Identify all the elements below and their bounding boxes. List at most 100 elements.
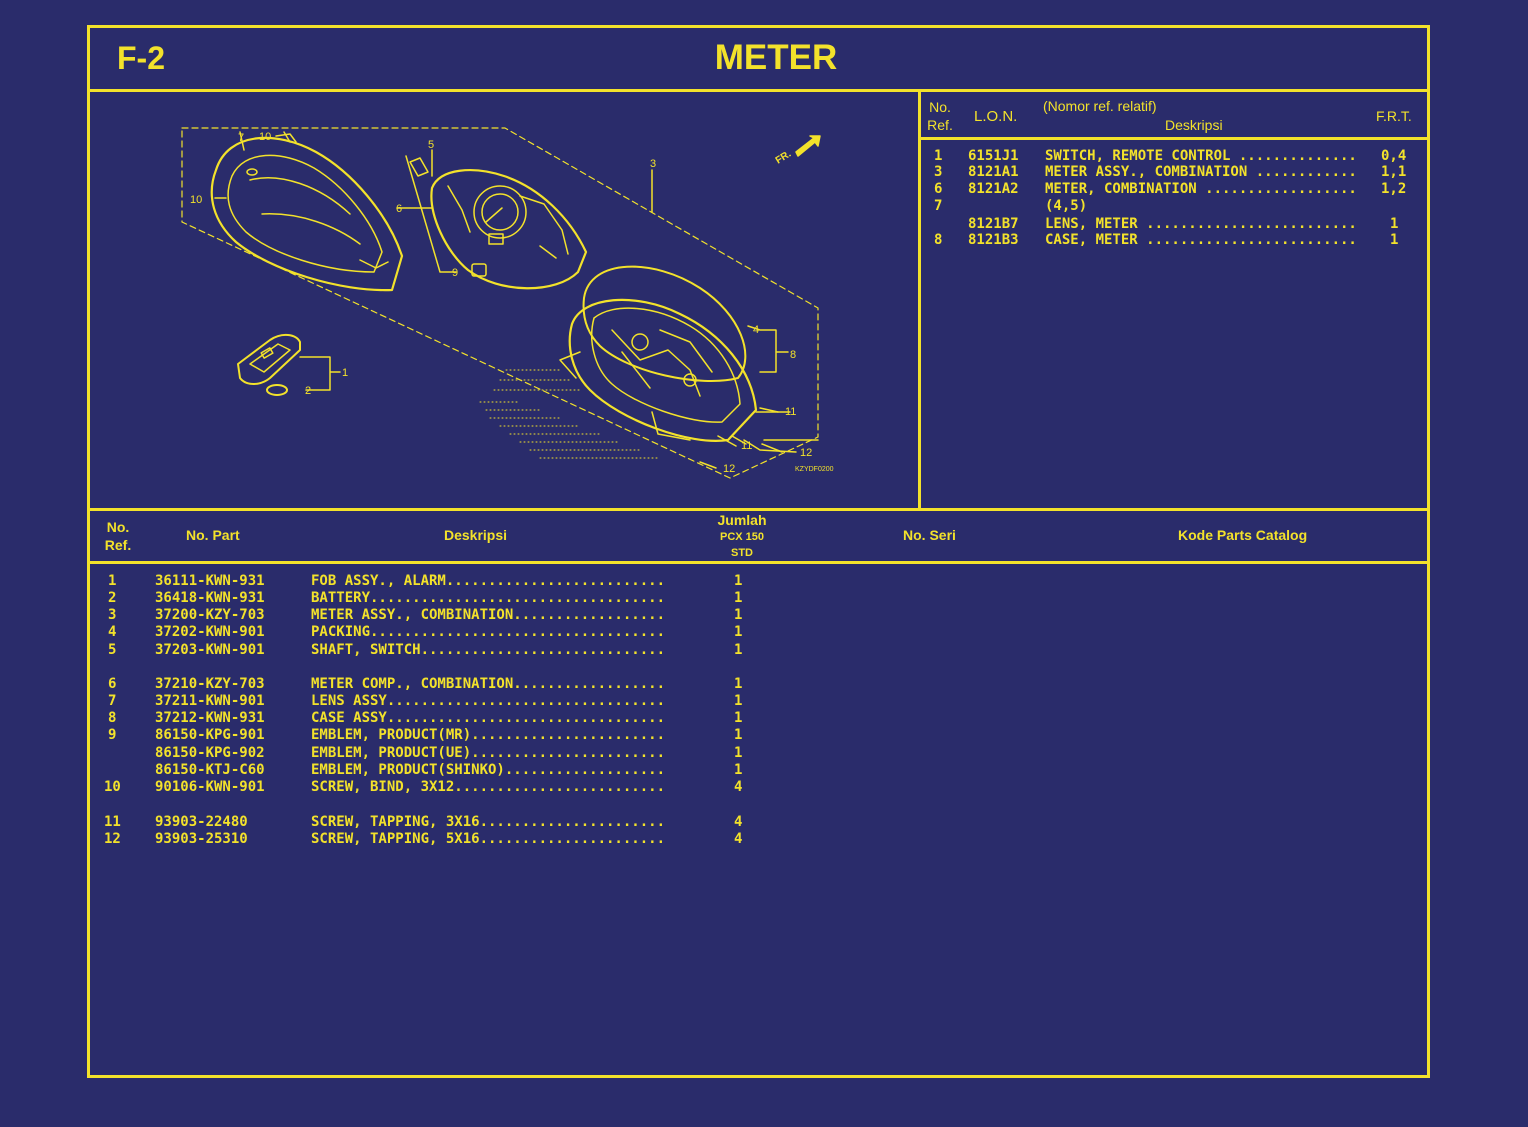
fob-part (237, 334, 301, 385)
part-desc: EMBLEM, PRODUCT(SHINKO).................… (311, 762, 666, 778)
fr-direction-label: FR. (774, 149, 794, 167)
ref-row-desc: METER ASSY., COMBINATION ............ (1045, 164, 1357, 180)
diagram-label-11a: 11 (785, 406, 796, 418)
part-qty: 1 (734, 676, 743, 692)
ref-col-header-desc: Deskripsi (1165, 117, 1223, 133)
ref-row-frt: 0,4 (1381, 148, 1407, 164)
ref-row-ref: 7 (934, 198, 943, 214)
part-number: 86150-KPG-902 (155, 745, 265, 761)
ref-row-frt: 1,1 (1381, 164, 1407, 180)
parts-col-header-qty-type: STD (731, 547, 753, 559)
part-desc: METER ASSY., COMBINATION................… (311, 607, 666, 623)
ref-row-desc: (4,5) (1045, 198, 1088, 214)
part-number: 86150-KTJ-C60 (155, 762, 265, 778)
lens-gasket-part (582, 265, 747, 382)
part-number: 37211-KWN-901 (155, 693, 265, 709)
part-ref: 7 (108, 693, 117, 709)
part-ref: 3 (108, 607, 117, 623)
diagram-label-3: 3 (650, 158, 656, 170)
part-desc: SCREW, BIND, 3X12.......................… (311, 779, 666, 795)
part-number: 93903-25310 (155, 831, 248, 847)
header-divider (87, 89, 1430, 92)
part-qty: 1 (734, 762, 743, 778)
part-number: 37210-KZY-703 (155, 676, 265, 692)
ref-row-lon: 8121B7 (968, 216, 1019, 232)
part-desc: LENS ASSY...............................… (311, 693, 666, 709)
part-desc: BATTERY.................................… (311, 590, 666, 606)
part-ref: 8 (108, 710, 117, 726)
ref-table-header-divider (921, 137, 1430, 140)
screws (699, 325, 819, 469)
fr-arrow (795, 135, 821, 157)
part-qty: 1 (734, 727, 743, 743)
parts-col-header-no-ref: No. Ref. (104, 519, 132, 553)
part-number: 37200-KZY-703 (155, 607, 265, 623)
diagram-label-1: 1 (342, 367, 348, 379)
part-desc: FOB ASSY., ALARM........................… (311, 573, 666, 589)
part-ref: 10 (104, 779, 121, 795)
diagram-label-12a: 12 (800, 447, 812, 459)
part-qty: 1 (734, 745, 743, 761)
diagram-label-7: 7 (238, 132, 244, 144)
parts-header-divider (87, 561, 1430, 564)
ref-row-ref: 6 (934, 181, 943, 197)
part-desc: SCREW, TAPPING, 5X16....................… (311, 831, 666, 847)
part-qty: 1 (734, 642, 743, 658)
ref-col-header-no-ref: No. Ref. (927, 99, 953, 133)
part-number: 36418-KWN-931 (155, 590, 265, 606)
diagram-label-12b: 12 (723, 463, 735, 475)
ref-row-desc: METER, COMBINATION .................. (1045, 181, 1357, 197)
part-qty: 4 (734, 814, 743, 830)
part-ref: 4 (108, 624, 117, 640)
part-ref: 5 (108, 642, 117, 658)
ref-col-header-lon: L.O.N. (974, 108, 1018, 125)
ref-col-header-note: (Nomor ref. relatif) (1043, 98, 1157, 114)
part-desc: METER COMP., COMBINATION................… (311, 676, 666, 692)
part-ref: 11 (104, 814, 121, 830)
ref-row-desc: SWITCH, REMOTE CONTROL .............. (1045, 148, 1357, 164)
part-desc: EMBLEM, PRODUCT(MR).....................… (311, 727, 666, 743)
diagram-image-code: KZYDF0200 (795, 466, 834, 473)
part-qty: 1 (734, 710, 743, 726)
part-desc: EMBLEM, PRODUCT(UE).....................… (311, 745, 666, 761)
part-desc: CASE ASSY...............................… (311, 710, 666, 726)
parts-col-header-part-no: No. Part (186, 527, 240, 543)
part-ref: 9 (108, 727, 117, 743)
diagram-label-11b: 11 (741, 440, 752, 452)
part-number: 37203-KWN-901 (155, 642, 265, 658)
parts-col-header-desc: Deskripsi (444, 527, 508, 543)
part-qty: 4 (734, 831, 743, 847)
parts-col-header-catalog: Kode Parts Catalog (1178, 527, 1308, 543)
part-number: 37202-KWN-901 (155, 624, 265, 640)
part-number: 90106-KWN-901 (155, 779, 265, 795)
diagram-label-2: 2 (305, 385, 311, 397)
ref-row-ref: 3 (934, 164, 943, 180)
diagram-label-8: 8 (790, 349, 796, 361)
part-desc: SCREW, TAPPING, 3X16....................… (311, 814, 666, 830)
part-qty: 4 (734, 779, 743, 795)
part-desc: PACKING.................................… (311, 624, 666, 640)
diagram-label-10a: 10 (259, 131, 271, 143)
case-assy-part (559, 298, 758, 442)
ref-row-desc: CASE, METER ......................... (1045, 232, 1357, 248)
part-qty: 1 (734, 624, 743, 640)
parts-col-header-serial: No. Seri (903, 527, 956, 543)
page-title: METER (714, 38, 838, 77)
meter-comp-part (396, 149, 588, 290)
part-number: 36111-KWN-931 (155, 573, 265, 589)
part-qty: 1 (734, 693, 743, 709)
part-ref: 6 (108, 676, 117, 692)
part-ref: 2 (108, 590, 117, 606)
ref-row-lon: 8121A1 (968, 164, 1019, 180)
part-number: 86150-KPG-901 (155, 727, 265, 743)
diagram-label-9: 9 (452, 267, 458, 279)
diagram-label-10b: 10 (190, 194, 202, 206)
battery-part (266, 384, 288, 396)
part-ref: 1 (108, 573, 117, 589)
ref-row-lon: 6151J1 (968, 148, 1019, 164)
parts-col-header-qty-title: Jumlah (717, 512, 767, 528)
parts-section-divider (87, 508, 1430, 511)
diagram-label-5: 5 (428, 139, 434, 151)
ref-row-lon: 8121B3 (968, 232, 1019, 248)
part-ref: 12 (104, 831, 121, 847)
